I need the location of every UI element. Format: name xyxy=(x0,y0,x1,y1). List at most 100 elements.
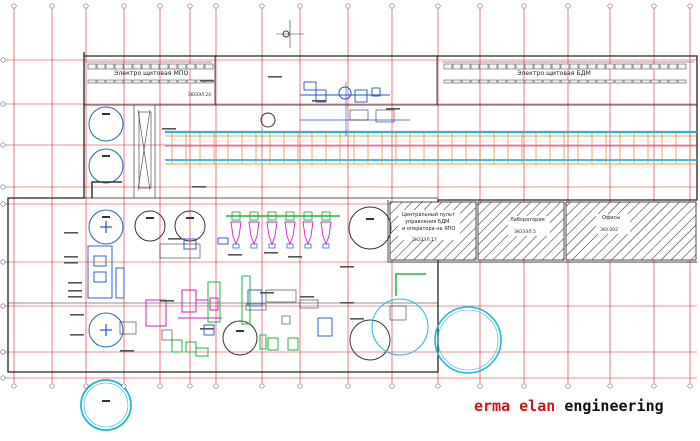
pipe-rack-supports xyxy=(171,132,691,164)
tank xyxy=(88,106,124,142)
grid-bubble xyxy=(121,383,127,389)
equipment-tag xyxy=(70,334,84,336)
cabinet-unit xyxy=(452,63,462,70)
cabinet-unit xyxy=(623,63,633,70)
grid-bubble xyxy=(687,383,693,389)
grid-bubble xyxy=(345,383,351,389)
grid-bubble xyxy=(389,3,395,9)
tank xyxy=(371,298,429,356)
screen-outlet xyxy=(286,243,294,249)
grid-bubble xyxy=(0,101,6,107)
screen-motor xyxy=(285,211,295,221)
equipment-tag xyxy=(68,296,82,298)
equipment-tag xyxy=(68,290,82,292)
grid-bubble xyxy=(259,383,265,389)
screen-motor xyxy=(321,211,331,221)
equipment-tag xyxy=(312,100,326,102)
cabinet-unit xyxy=(533,79,543,84)
equipment-tag xyxy=(386,108,400,110)
cabinet-unit xyxy=(159,79,169,84)
screen-equipment-row xyxy=(226,211,340,249)
screen-motor xyxy=(267,211,277,221)
grid-bubble xyxy=(187,383,193,389)
cabinet-unit xyxy=(479,79,489,84)
grid-bubble xyxy=(607,383,613,389)
cabinet-unit xyxy=(614,79,624,84)
magenta-equipment xyxy=(145,289,222,327)
cabinet-unit xyxy=(677,79,687,84)
screen-outlet xyxy=(232,243,240,249)
grid-bubble xyxy=(259,3,265,9)
cabinet-unit xyxy=(470,63,480,70)
pipe-rack xyxy=(165,119,697,165)
cabinet-unit xyxy=(632,63,642,70)
screen-body xyxy=(248,221,260,246)
cabinet-unit xyxy=(461,63,471,70)
pump xyxy=(260,112,276,128)
brand-word-elan: elan xyxy=(519,397,556,415)
screen-outlet xyxy=(304,243,312,249)
cabinet-unit xyxy=(515,79,525,84)
cabinet-unit xyxy=(488,79,498,84)
grid-bubble xyxy=(521,3,527,9)
bdm-panel-label: Электро щитовая БДМ xyxy=(517,70,591,77)
grid-bubble xyxy=(521,383,527,389)
cabinet-unit xyxy=(632,79,642,84)
equipment-tag xyxy=(162,128,176,130)
grid-bubble xyxy=(83,3,89,9)
screen-body xyxy=(266,221,278,246)
grid-bubble xyxy=(345,3,351,9)
cabinet-unit xyxy=(204,63,214,70)
grid-bubble xyxy=(687,3,693,9)
cabinet-unit xyxy=(596,79,606,84)
company-logo: erma elan engineering xyxy=(474,397,664,415)
cabinet-unit xyxy=(159,63,169,70)
grid-bubble xyxy=(11,383,17,389)
cabinet-unit xyxy=(560,63,570,70)
cabinet-unit xyxy=(186,79,196,84)
tank xyxy=(88,148,124,184)
cabinet-unit xyxy=(488,63,498,70)
cabinet-unit xyxy=(96,63,106,70)
tank xyxy=(434,306,502,374)
screen-motor xyxy=(303,211,313,221)
cabinet-unit xyxy=(641,63,651,70)
outer-wall xyxy=(7,52,698,373)
tank xyxy=(349,319,391,361)
cabinet-unit xyxy=(150,63,160,70)
detail-linework xyxy=(91,20,426,341)
grid-bubble xyxy=(0,259,6,265)
cabinet-unit xyxy=(132,79,142,84)
mpo-panel-label: Электро щитовая МПО xyxy=(114,70,188,77)
brand-word-engineering: engineering xyxy=(564,397,664,415)
cabinet-unit xyxy=(168,79,178,84)
cabinet-unit xyxy=(141,79,151,84)
grid-bubble xyxy=(121,3,127,9)
grid-bubble xyxy=(0,57,6,63)
grid-bubble xyxy=(49,383,55,389)
grid-bubble xyxy=(297,383,303,389)
tank xyxy=(134,210,166,242)
equipment-tag xyxy=(350,318,364,320)
equipment-tag xyxy=(264,252,278,254)
grid-bubble xyxy=(435,383,441,389)
equipment-tag xyxy=(168,238,182,240)
cabinet-unit xyxy=(596,63,606,70)
grid-bubble xyxy=(0,375,6,381)
central-panel-label-1: Центральный пульт xyxy=(402,211,455,218)
cabinet-unit xyxy=(605,79,615,84)
equipment-tag xyxy=(68,282,82,284)
cabinet-unit xyxy=(105,63,115,70)
grid-bubble xyxy=(565,383,571,389)
screen-body xyxy=(302,221,314,246)
cabinet-unit xyxy=(560,79,570,84)
cabinet-unit xyxy=(177,63,187,70)
cabinet-unit xyxy=(470,79,480,84)
grid-bubble xyxy=(651,383,657,389)
tank xyxy=(437,309,499,371)
agitator-marks xyxy=(100,221,112,336)
grid-bubble xyxy=(213,383,219,389)
cabinet-unit xyxy=(677,63,687,70)
tank xyxy=(88,312,124,348)
